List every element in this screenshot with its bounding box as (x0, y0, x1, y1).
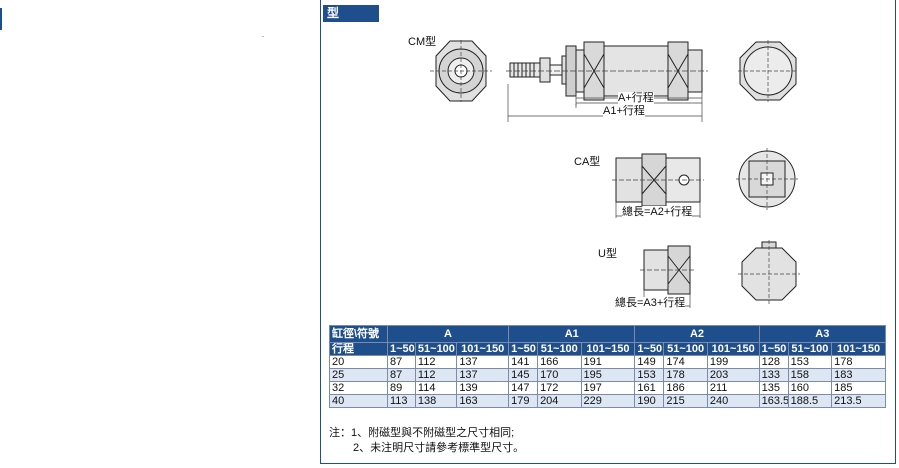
range-cell: 51~100 (414, 342, 458, 356)
table-cell: 112 (414, 355, 458, 369)
model-tag: 型號:MSF (323, 5, 379, 37)
table-cell: 163 (456, 394, 510, 408)
table-cell: 137 (456, 355, 510, 369)
table-cell: 203 (706, 368, 760, 382)
table-cell: 87 (386, 355, 416, 369)
range-cell: 1~50 (634, 342, 665, 356)
range-cell: 51~100 (663, 342, 708, 356)
table-cell: 161 (634, 381, 665, 395)
range-cell: 51~100 (787, 342, 833, 356)
table-cell: 190 (634, 394, 665, 408)
table-cell: 141 (508, 355, 539, 369)
table-cell: 145 (508, 368, 539, 382)
table-cell: 128 (758, 355, 789, 369)
table-cell: 153 (787, 355, 833, 369)
table-cell: 179 (508, 394, 539, 408)
table-cell: 89 (386, 381, 416, 395)
table-cell: 139 (456, 381, 510, 395)
table-cell: 183 (831, 368, 886, 382)
dim-a1-label: A1+行程 (603, 105, 645, 117)
table-cell: 166 (537, 355, 582, 369)
table-cell: 138 (414, 394, 458, 408)
table-header-ranges: 行程 1~50 51~100 101~150 1~50 51~100 101~1… (329, 342, 886, 356)
table-cell: 147 (508, 381, 539, 395)
table-cell: 113 (386, 394, 416, 408)
table-cell: 170 (537, 368, 582, 382)
table-cell: 158 (787, 368, 833, 382)
table-cell: 191 (580, 355, 636, 369)
table-cell: 40 (329, 394, 388, 408)
group-a1: A1 (508, 325, 636, 343)
note-2: 2、未注明尺寸請參考標準型尺寸。 (353, 442, 525, 454)
group-a2: A2 (634, 325, 760, 343)
notes: 注：1、附磁型與不附磁型之尺寸相同; 2、未注明尺寸請參考標準型尺寸。 (329, 426, 524, 456)
dimension-table: 缸徑\符號 A A1 A2 A3 行程 1~50 51~100 101~150 … (329, 325, 887, 408)
table-cell: 211 (706, 381, 760, 395)
table-cell: 199 (706, 355, 760, 369)
table-cell: 137 (456, 368, 510, 382)
u-drawing (640, 245, 696, 308)
table-cell: 186 (663, 381, 708, 395)
dim-a2-label: 總長=A2+行程 (622, 206, 693, 218)
dim-a-label: A+行程 (618, 92, 654, 104)
table-cell: 215 (663, 394, 708, 408)
dim-a3-label: 總長=A3+行程 (615, 297, 686, 309)
range-cell: 51~100 (537, 342, 582, 356)
spec-panel: 型號:MSF (320, 0, 896, 464)
cm-type-label: CM型 (408, 36, 437, 48)
range-cell: 101~150 (831, 342, 886, 356)
table-cell: 160 (787, 381, 833, 395)
table-cell: 163.5 (758, 394, 789, 408)
table-cell: 197 (580, 381, 636, 395)
table-cell: 204 (537, 394, 582, 408)
table-cell: 178 (831, 355, 886, 369)
table-header-groups: 缸徑\符號 A A1 A2 A3 (329, 325, 887, 343)
ca-drawing (612, 153, 704, 218)
table-row: 20 87 112 137 141 166 191 149 174 199 12… (329, 355, 886, 369)
range-cell: 101~150 (706, 342, 760, 356)
table-cell: 114 (414, 381, 458, 395)
group-a: A (386, 325, 510, 343)
table-cell: 32 (329, 381, 388, 395)
table-cell: 185 (831, 381, 886, 395)
table-cell: 213.5 (831, 394, 886, 408)
table-cell: 153 (634, 368, 665, 382)
table-cell: 174 (663, 355, 708, 369)
u-end-view (738, 240, 800, 304)
table-cell: 25 (329, 368, 388, 382)
note-1: 注：1、附磁型與不附磁型之尺寸相同; (329, 427, 515, 439)
table-row: 32 89 114 139 147 172 197 161 186 211 13… (329, 381, 886, 395)
range-cell: 1~50 (758, 342, 789, 356)
u-type-label: U型 (598, 248, 617, 260)
table-cell: 240 (706, 394, 760, 408)
left-accent-bar (0, 8, 2, 30)
table-row: 40 113 138 163 179 204 229 190 215 240 1… (329, 394, 886, 408)
table-row: 25 87 112 137 145 170 195 153 178 203 13… (329, 368, 886, 382)
range-cell: 1~50 (386, 342, 416, 356)
table-cell: 195 (580, 368, 636, 382)
table-cell: 149 (634, 355, 665, 369)
table-cell: 112 (414, 368, 458, 382)
group-a3: A3 (758, 325, 887, 343)
table-cell: 172 (537, 381, 582, 395)
table-cell: 87 (386, 368, 416, 382)
cm-drawing (430, 40, 708, 122)
table-cell: 20 (329, 355, 388, 369)
range-cell: 1~50 (508, 342, 539, 356)
corner-bottom: 行程 (329, 342, 388, 356)
table-cell: 133 (758, 368, 789, 382)
ca-type-label: CA型 (574, 156, 601, 168)
corner-top: 缸徑\符號 (329, 325, 388, 343)
table-cell: 178 (663, 368, 708, 382)
stray-mark (262, 36, 264, 37)
table-cell: 135 (758, 381, 789, 395)
table-cell: 229 (580, 394, 636, 408)
cm-end-view (738, 40, 798, 102)
range-cell: 101~150 (456, 342, 510, 356)
range-cell: 101~150 (580, 342, 636, 356)
table-cell: 188.5 (787, 394, 833, 408)
ca-end-view (736, 148, 798, 210)
